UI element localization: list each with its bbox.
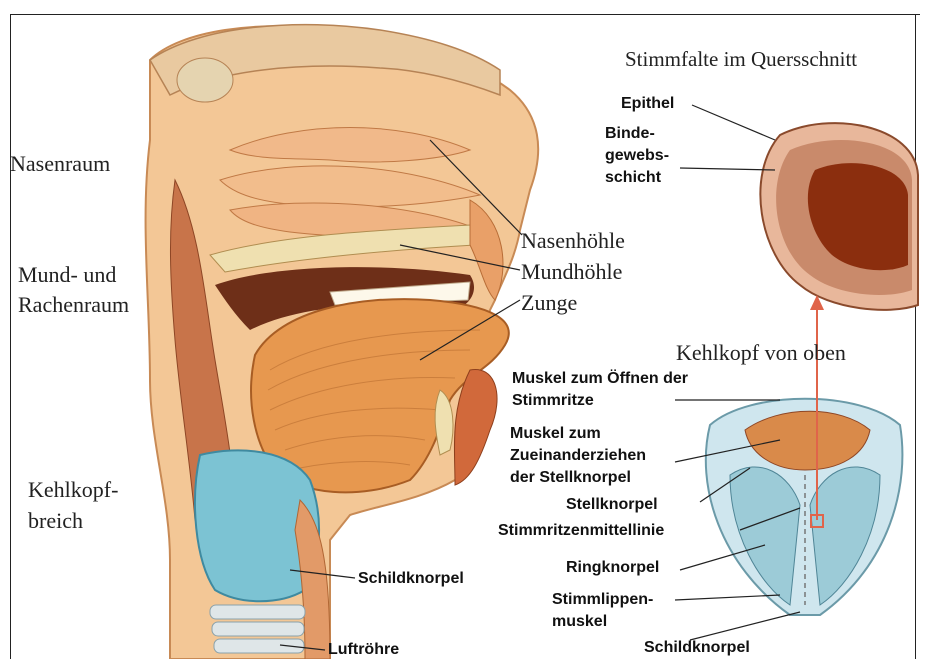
- label-muskel-oeffnen-line2: Stimmritze: [512, 391, 594, 410]
- label-stimmlippen-line2: muskel: [552, 612, 607, 631]
- label-binde-line2: gewebs-: [605, 146, 669, 165]
- label-nasenhoehle: Nasenhöhle: [521, 228, 625, 253]
- label-stimmfalte-title: Stimmfalte im Quersschnitt: [625, 47, 857, 71]
- label-zunge: Zunge: [521, 290, 577, 315]
- label-stimmlippen-line1: Stimmlippen-: [552, 590, 653, 609]
- label-schildknorpel-right: Schildknorpel: [644, 638, 750, 657]
- label-muskel-zueinander-line2: Zueinanderziehen: [510, 446, 646, 465]
- label-stellknorpel: Stellknorpel: [566, 495, 658, 514]
- label-epithel: Epithel: [621, 94, 674, 113]
- label-luftroehre: Luftröhre: [328, 640, 399, 659]
- label-nasenraum: Nasenraum: [10, 151, 110, 176]
- label-kehlkopf-line1: Kehlkopf-: [28, 477, 118, 502]
- label-muskel-zueinander-line1: Muskel zum: [510, 424, 601, 443]
- label-schildknorpel-left: Schildknorpel: [358, 569, 464, 588]
- label-binde-line1: Binde-: [605, 124, 655, 143]
- label-mund-rachen-line1: Mund- und: [18, 262, 116, 287]
- label-mund-rachen-line2: Rachenraum: [18, 292, 129, 317]
- label-kehlkopf-title: Kehlkopf von oben: [676, 340, 846, 365]
- label-kehlkopf-line2: breich: [28, 508, 83, 533]
- label-muskel-zueinander-line3: der Stellknorpel: [510, 468, 631, 487]
- label-ringknorpel: Ringknorpel: [566, 558, 659, 577]
- label-muskel-oeffnen-line1: Muskel zum Öffnen der: [512, 369, 688, 388]
- label-mundhoehle: Mundhöhle: [521, 259, 622, 284]
- label-stimmritzenmittellinie: Stimmritzenmittellinie: [498, 521, 664, 540]
- label-binde-line3: schicht: [605, 168, 661, 187]
